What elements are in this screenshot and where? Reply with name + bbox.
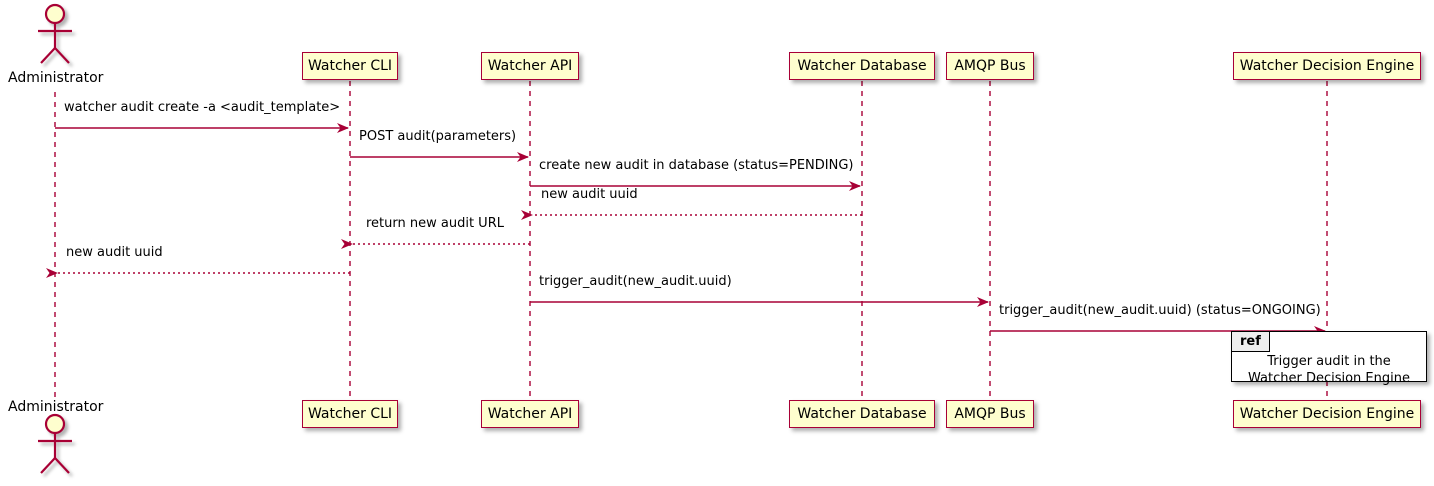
ref-fragment-keyword-tab: ref [1232,332,1270,352]
message-label-4: new audit uuid [541,187,638,202]
message-label-2: POST audit(parameters) [359,129,517,144]
message-label-3: create new audit in database (status=PEN… [539,158,854,173]
participant-box-watcher-database-top[interactable]: Watcher Database [789,52,935,80]
participant-box-watcher-cli-top[interactable]: Watcher CLI [302,52,398,80]
message-label-8: trigger_audit(new_audit.uuid) (status=ON… [999,303,1321,318]
message-label-7: trigger_audit(new_audit.uuid) [539,274,732,289]
actor-label-administrator-top: Administrator [8,70,104,86]
participant-box-amqp-bus-top[interactable]: AMQP Bus [946,52,1034,80]
message-label-6: new audit uuid [66,245,163,260]
message-label-5: return new audit URL [366,216,504,231]
participant-box-watcher-api-bottom[interactable]: Watcher API [481,400,579,428]
ref-fragment-body: Trigger audit in the Watcher Decision En… [1232,353,1426,387]
participant-box-amqp-bus-bottom[interactable]: AMQP Bus [946,400,1034,428]
ref-fragment-keyword: ref [1240,334,1261,349]
actor-label-administrator-bottom: Administrator [8,399,104,415]
participant-box-watcher-api-top[interactable]: Watcher API [481,52,579,80]
ref-fragment[interactable]: ref Trigger audit in the Watcher Decisio… [1231,331,1427,386]
actor-figure-administrator-top [38,3,72,64]
participant-box-watcher-decision-engine-top[interactable]: Watcher Decision Engine [1233,52,1421,80]
participant-box-watcher-decision-engine-bottom[interactable]: Watcher Decision Engine [1233,400,1421,428]
message-label-1: watcher audit create -a <audit_template> [64,100,341,115]
participant-box-watcher-database-bottom[interactable]: Watcher Database [789,400,935,428]
participant-box-watcher-cli-bottom[interactable]: Watcher CLI [302,400,398,428]
ref-fragment-line-2: Watcher Decision Engine [1248,371,1410,386]
ref-fragment-line-1: Trigger audit in the [1267,354,1391,369]
actor-figure-administrator-bottom [38,413,72,474]
